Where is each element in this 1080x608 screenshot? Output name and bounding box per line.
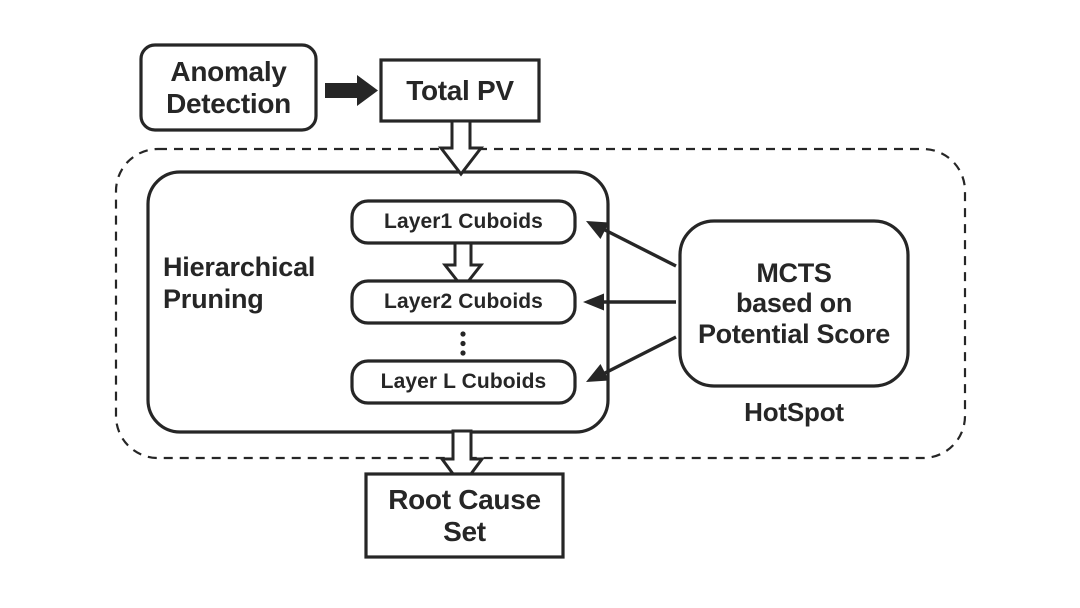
root-cause-set-box[interactable] [364, 472, 565, 559]
layer2-cuboids-label: Layer2 Cuboids [384, 290, 543, 314]
edge-anomaly-to-totalpv [325, 75, 378, 106]
mcts-box[interactable] [678, 219, 910, 388]
layer-l-cuboids-label: Layer L Cuboids [380, 370, 547, 394]
root-cause-set-label: Root Cause Set [388, 484, 541, 547]
total-pv-box[interactable] [379, 58, 541, 123]
edge-mcts-to-layer2 [583, 293, 676, 311]
hierarchical-pruning-label: Hierarchical Pruning [163, 252, 316, 314]
hotspot-group-label: HotSpot [744, 397, 844, 427]
layer-l-cuboids-box[interactable] [350, 359, 577, 405]
vertical-ellipsis-icon [460, 331, 466, 356]
layer2-cuboids-box[interactable] [350, 279, 577, 325]
edge-layer1-to-layer2 [441, 241, 485, 291]
edge-mcts-to-layer-l [586, 335, 677, 382]
anomaly-detection-box[interactable] [139, 43, 318, 132]
edge-totalpv-to-pruning [437, 119, 485, 177]
hotspot-group-boundary [114, 147, 967, 460]
layer1-cuboids-label: Layer1 Cuboids [384, 210, 543, 234]
total-pv-label: Total PV [406, 74, 514, 106]
anomaly-detection-label: Anomaly Detection [166, 56, 291, 119]
edge-mcts-to-layer1 [586, 221, 677, 268]
mcts-label: MCTS based on Potential Score [697, 258, 891, 349]
